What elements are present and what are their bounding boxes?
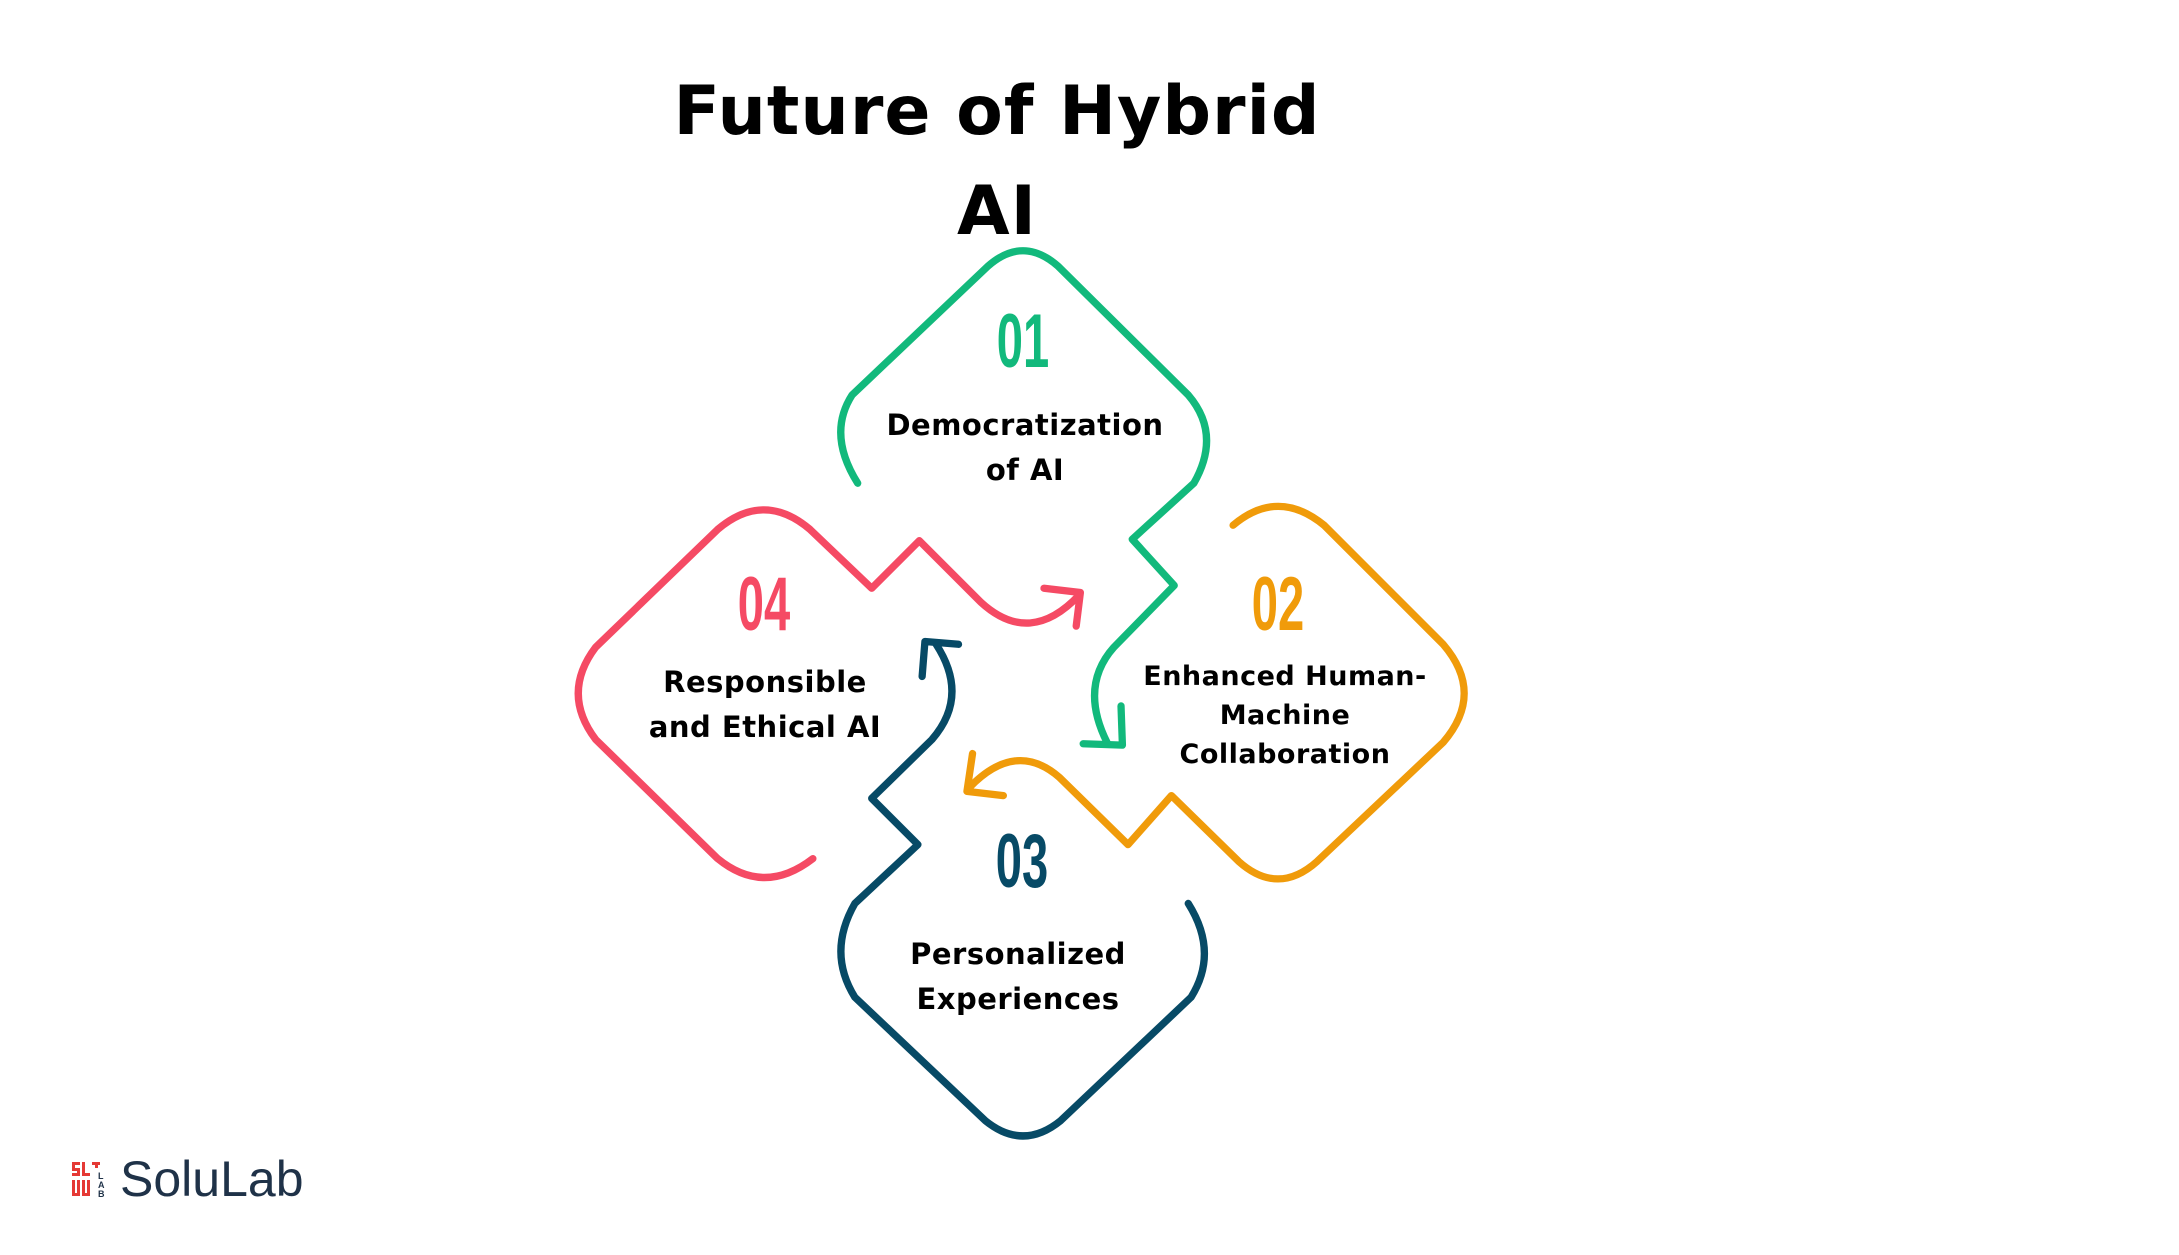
- page-title: Future of Hybrid AI: [673, 72, 1321, 251]
- step-3-outline: [837, 637, 1209, 1140]
- step-3-label: Personalized Experiences: [843, 932, 1193, 1022]
- solulab-logo: L A B SoluLab: [72, 1154, 304, 1204]
- step-2-number: 02: [1251, 562, 1305, 647]
- step-4-number: 04: [737, 562, 791, 647]
- step-1-label-line1: Democratization: [886, 408, 1164, 442]
- step-4-arrow-icon: [1040, 584, 1085, 630]
- step-4-label-line2: and Ethical AI: [648, 710, 882, 744]
- logo-letter-l: L: [98, 1171, 104, 1181]
- step-2-label-line2: Machine: [1219, 700, 1351, 731]
- step-3-number: 03: [995, 819, 1049, 904]
- step-3-label-line2: Experiences: [916, 982, 1120, 1016]
- step-3-label-line1: Personalized: [910, 937, 1126, 971]
- step-1-number: 01: [996, 299, 1050, 384]
- step-2-label-line1: Enhanced Human-: [1143, 661, 1427, 692]
- step-1-arrow-icon: [1079, 702, 1127, 749]
- solulab-logo-icon: L A B: [72, 1160, 108, 1199]
- step-3-arrow-icon: [918, 637, 963, 681]
- svg-text:A: A: [98, 1180, 105, 1190]
- step-1-label-line2: of AI: [985, 453, 1065, 487]
- step-4-label: Responsible and Ethical AI: [590, 660, 940, 750]
- step-2-outline: [963, 502, 1468, 883]
- step-4-label-line1: Responsible: [663, 665, 867, 699]
- step-2-arrow-icon: [963, 749, 1008, 800]
- step-2-label: Enhanced Human- Machine Collaboration: [1110, 657, 1460, 774]
- step-2-label-line3: Collaboration: [1179, 739, 1391, 770]
- step-1-outline: [837, 247, 1211, 749]
- svg-text:B: B: [98, 1189, 105, 1198]
- logo-text: SoluLab: [120, 1151, 304, 1207]
- step-1-label: Democratization of AI: [850, 403, 1200, 493]
- step-4-outline: [574, 506, 1085, 882]
